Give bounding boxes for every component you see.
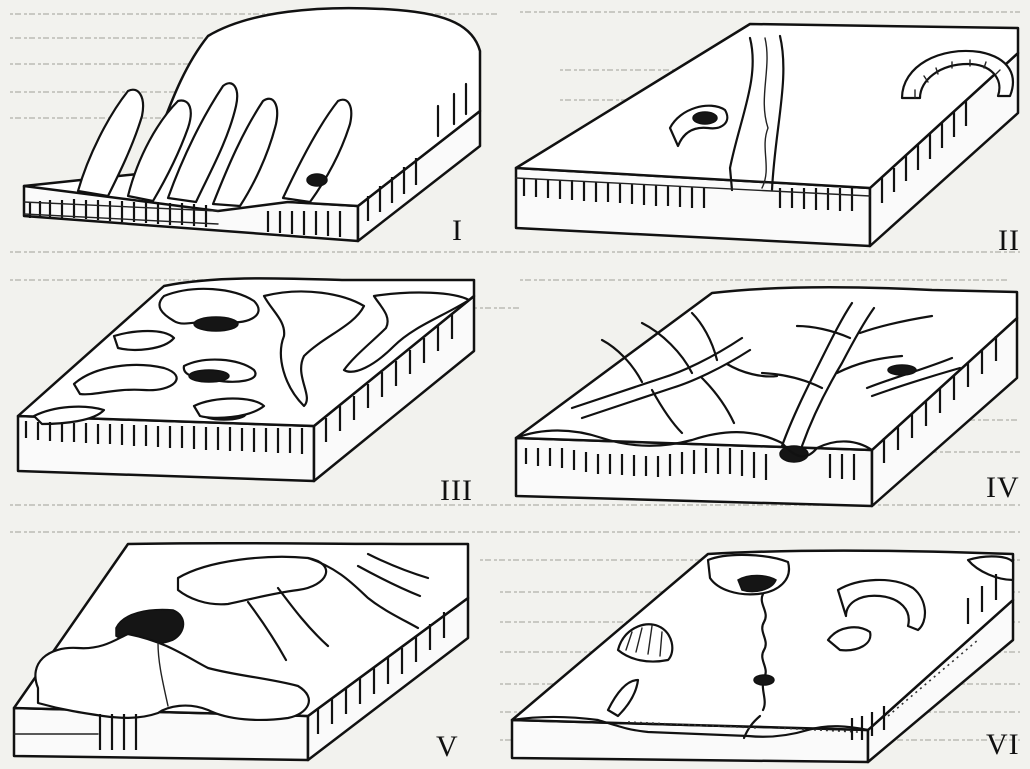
figure-i: I bbox=[18, 6, 488, 256]
figure-vi-block bbox=[508, 540, 1023, 765]
figure-vi-label: VI bbox=[986, 728, 1020, 762]
figure-ii: II bbox=[510, 18, 1025, 258]
figure-i-label: I bbox=[452, 214, 463, 248]
figure-iv-label: IV bbox=[986, 471, 1020, 505]
figure-ii-label: II bbox=[998, 224, 1020, 258]
figure-iv-block bbox=[512, 278, 1027, 513]
figure-v-block bbox=[8, 538, 478, 763]
figure-i-block bbox=[18, 6, 488, 256]
figure-v: V bbox=[8, 538, 478, 763]
figure-iii: III bbox=[14, 266, 484, 491]
figure-vi: VI bbox=[508, 540, 1023, 765]
figure-iii-block bbox=[14, 266, 484, 491]
figure-ii-block bbox=[510, 18, 1025, 258]
figure-iv: IV bbox=[512, 278, 1027, 513]
figure-iii-label: III bbox=[440, 474, 473, 508]
figure-v-label: V bbox=[436, 730, 459, 764]
